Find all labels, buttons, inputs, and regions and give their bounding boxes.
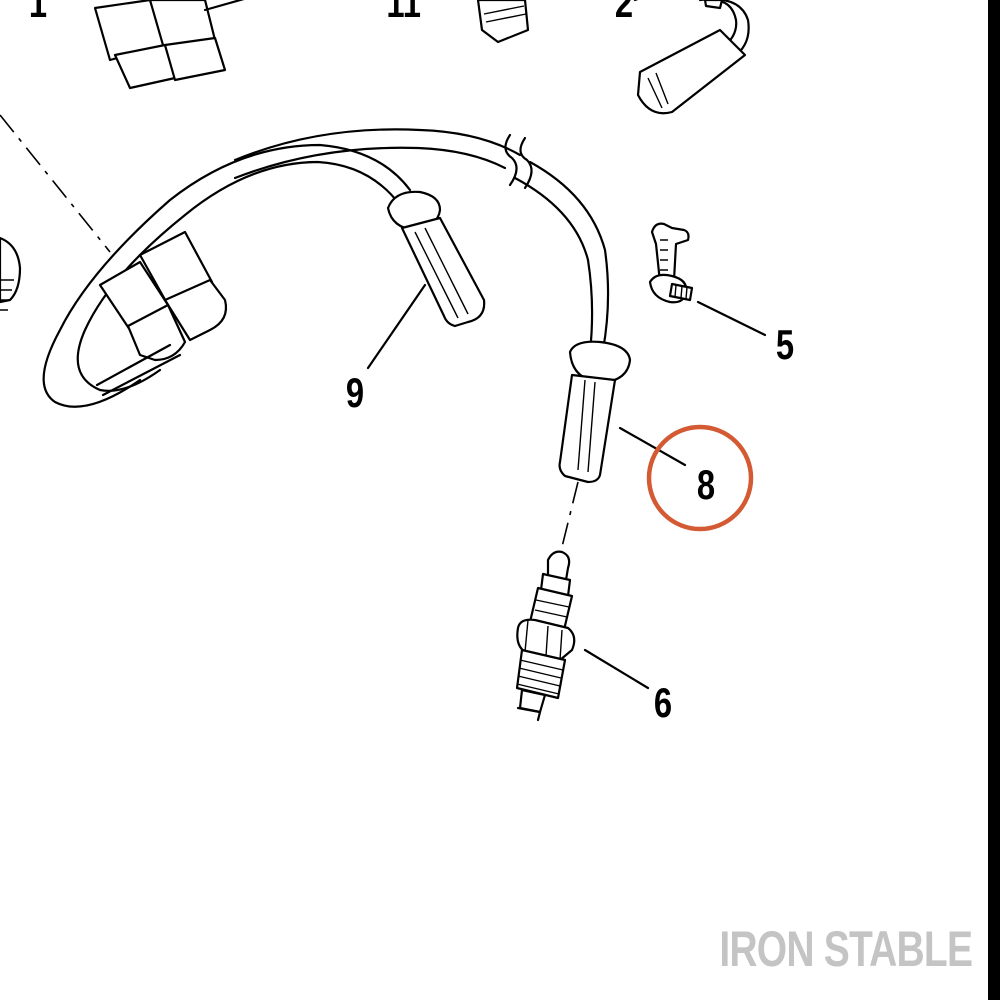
spark-plug-6 — [515, 550, 576, 722]
callout-2: 2 — [614, 0, 634, 26]
left-edge-part — [0, 236, 22, 311]
top-left-boot-assembly — [93, 0, 245, 90]
right-border-bar — [988, 0, 1000, 1000]
top-middle-boot — [476, 0, 530, 44]
callout-6: 6 — [653, 679, 673, 726]
spark-plug-wire-loop — [42, 128, 610, 408]
plug-boot-9 — [386, 190, 486, 328]
top-right-elbow-boot — [633, 0, 750, 115]
leader-5 — [696, 300, 767, 337]
leader-lines — [366, 283, 767, 690]
callout-11: 11 — [386, 0, 422, 26]
leader-6 — [583, 648, 650, 690]
callout-1: 1 — [28, 0, 48, 26]
callout-5: 5 — [775, 321, 795, 368]
callout-8: 8 — [696, 461, 716, 508]
leader-9 — [366, 283, 427, 370]
boot-to-plug-dashed-line — [559, 481, 579, 556]
clip-bracket-5 — [648, 222, 694, 304]
left-coil-boot — [95, 230, 228, 397]
leader-8 — [618, 426, 687, 467]
watermark-text: IRON STABLE — [719, 921, 973, 977]
plug-boot-8 — [558, 340, 632, 484]
left-dashed-leader — [0, 114, 111, 253]
highlight-circle — [646, 424, 754, 532]
callout-9: 9 — [345, 369, 365, 416]
